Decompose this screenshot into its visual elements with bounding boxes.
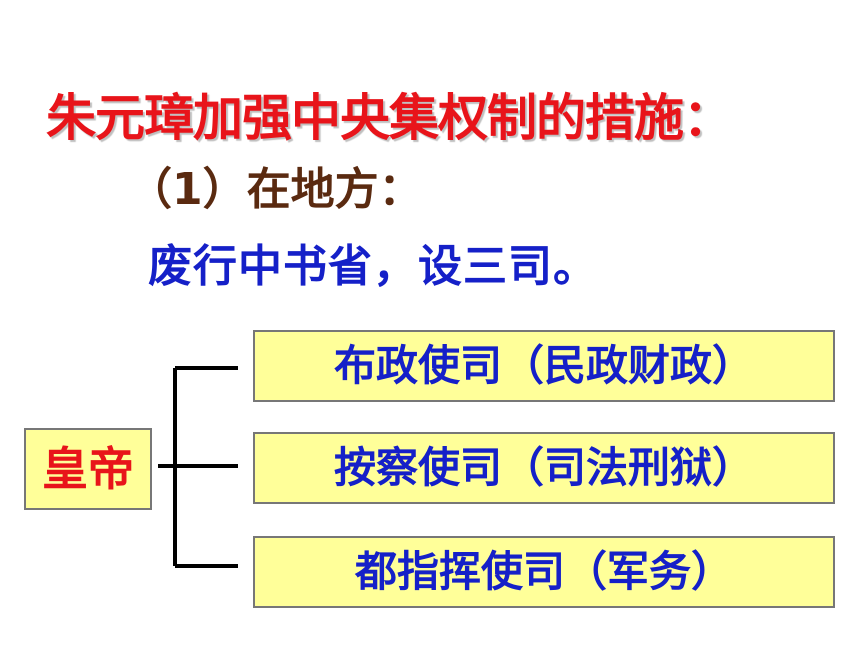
measure-text: 废行中书省，设三司。: [148, 241, 598, 292]
branch-box-military: 都指挥使司（军务）: [253, 536, 835, 608]
branch-box-civil-finance: 布政使司（民政财政）: [253, 330, 835, 402]
section-heading: （1）在地方：: [128, 164, 423, 215]
branch-box-judicial: 按察使司（司法刑狱）: [253, 432, 835, 504]
slide-title: 朱元璋加强中央集权制的措施：: [46, 89, 733, 147]
emperor-box: 皇帝: [24, 428, 152, 510]
